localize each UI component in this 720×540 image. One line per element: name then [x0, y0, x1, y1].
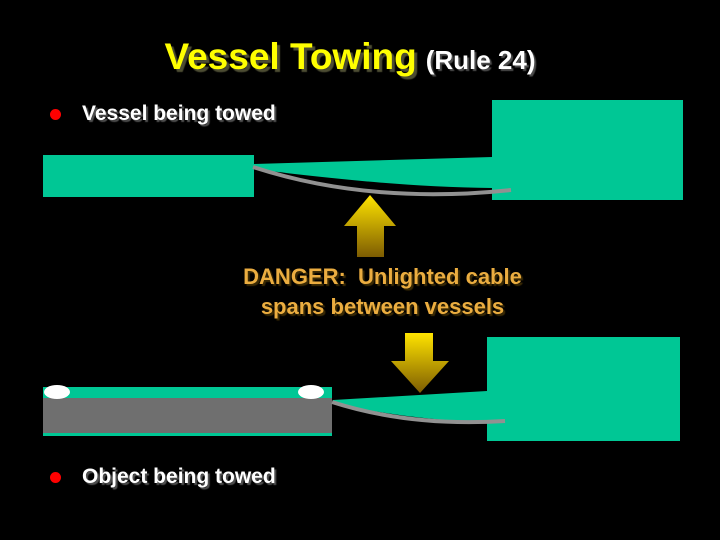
title-text: Vessel Towing — [164, 36, 417, 77]
towing-vessel-top-shape — [492, 100, 683, 200]
slide-title: Vessel Towing (Rule 24) — [0, 36, 700, 78]
towed-object-light-right-icon — [298, 385, 324, 399]
green-wake-shape-bottom — [333, 391, 487, 422]
bullet-item-vessel: Vessel being towed — [50, 101, 276, 127]
bullet-icon — [50, 108, 61, 120]
towed-object-light-left-icon — [44, 385, 70, 399]
bullet-label-vessel: Vessel being towed — [82, 102, 276, 125]
danger-caption: DANGER: Unlighted cable spans between ve… — [45, 262, 720, 322]
title-rule-text: (Rule 24) — [425, 45, 536, 75]
down-arrow-icon — [391, 333, 449, 393]
towed-object-hull-shape — [43, 398, 332, 433]
up-arrow-icon — [344, 195, 396, 257]
bullet-icon — [50, 471, 61, 483]
danger-line-1: DANGER: Unlighted cable — [243, 264, 522, 289]
tow-cable-top — [252, 165, 512, 197]
towed-vessel-shape — [43, 155, 254, 197]
bullet-label-object: Object being towed — [82, 465, 276, 488]
green-wake-shape-top — [254, 157, 492, 188]
towing-vessel-bottom-shape — [487, 337, 680, 441]
bullet-item-object: Object being towed — [50, 464, 276, 490]
danger-line-2: spans between vessels — [260, 294, 505, 319]
tow-cable-bottom — [331, 400, 506, 425]
